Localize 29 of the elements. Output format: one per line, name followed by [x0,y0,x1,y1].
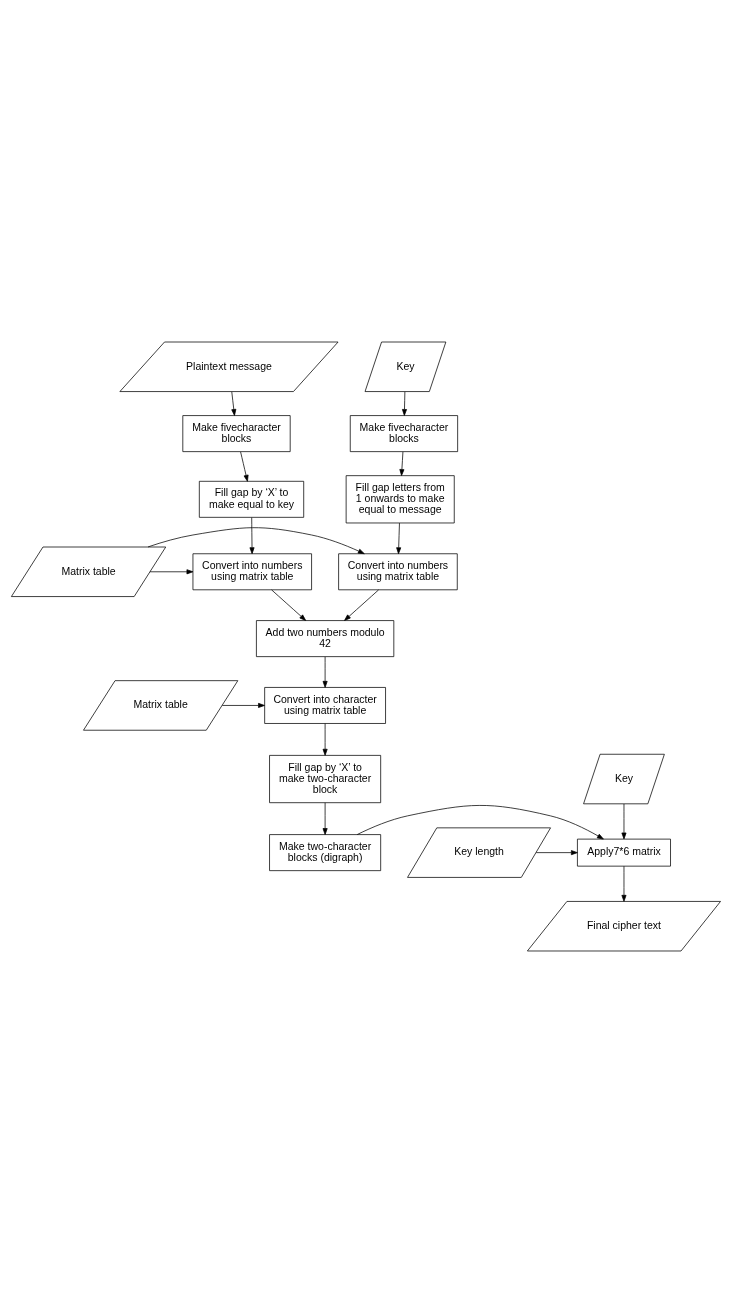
node-box: Fill gap by ‘X’ to make equal to key [198,480,305,518]
arrow [396,522,402,555]
node-box: Add two numbers modulo 42 [256,620,395,657]
arrow [356,805,604,840]
arrow [149,569,194,575]
arrow [322,656,328,688]
node-box: Fill gap letters from 1 onwards to make equal to message [345,475,455,524]
arrow [402,391,407,416]
arrow [271,589,307,621]
arrow [249,517,255,555]
arrow [231,391,237,416]
node-box: Fill gap by ‘X’ to make two-character block [269,755,382,804]
arrow [535,850,578,856]
node-box: Convert into numbers using matrix table [192,553,312,591]
arrow [621,803,627,840]
arrow [322,802,328,835]
arrow [240,451,249,482]
arrow [621,865,627,902]
node-box: Convert into numbers using matrix table [338,553,458,591]
arrow [399,451,405,476]
arrow [147,527,365,555]
node-box: Apply7*6 matrix [577,838,671,867]
node-box: Make two-character blocks (digraph) [269,834,382,872]
arrow [221,702,265,708]
arrow [322,723,328,756]
arrow [344,589,379,621]
node-box: Make fivecharacter blocks [349,415,458,452]
node-box: Make fivecharacter blocks [182,415,291,452]
node-box: Convert into character using matrix table [264,687,386,724]
